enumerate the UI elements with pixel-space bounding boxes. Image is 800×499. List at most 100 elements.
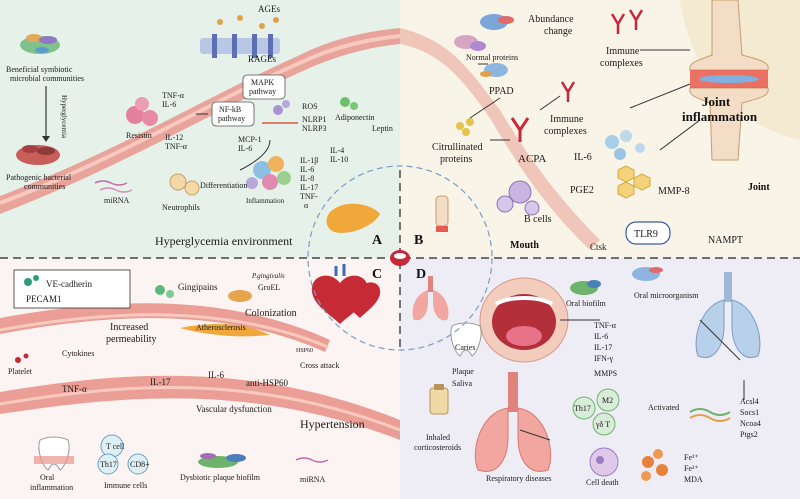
- abundance-label-1: Abundance: [528, 14, 574, 25]
- mapk-pathway-box: [242, 74, 286, 100]
- immune-complexes-mid-icon: [560, 81, 576, 102]
- pathogenic-label-2: communities: [24, 182, 65, 191]
- blood-vessel-a: [0, 28, 400, 214]
- mcp1-label: MCP-1: [238, 135, 262, 144]
- knee-joint-icon: [689, 0, 769, 161]
- nlrp3-label: NLRP3: [302, 124, 326, 133]
- normal-proteins-label: Normal proteins: [466, 53, 518, 62]
- pathogenic-label-1: Pathogenic bacterial: [6, 173, 72, 182]
- tnf-alpha-label: TNF-α: [165, 142, 188, 151]
- hsp60-label: HSP60: [296, 348, 313, 354]
- il6-label: IL-6: [162, 100, 176, 109]
- abundance-label-2: change: [544, 26, 573, 37]
- oral-inflammation-tooth-icon: [34, 436, 74, 471]
- anti-hsp60-label: anti-HSP60: [246, 378, 289, 388]
- dysbiotic-plaque-icon: [198, 453, 246, 468]
- mirna-label-c: miRNA: [300, 475, 326, 484]
- mapk-label: MAPK: [251, 78, 274, 87]
- abundance-bacteria-icon: [480, 14, 514, 30]
- activated-immune-cells-icon: [572, 388, 620, 436]
- tnf-label-d: TNF-α: [594, 321, 617, 330]
- resistin-cells-icon: [126, 97, 158, 126]
- mirna-strands-c-icon: [295, 457, 329, 463]
- inflammation-label: Inflammation: [246, 197, 285, 205]
- mmps-label: MMPS: [594, 369, 617, 378]
- inhaled-label-2: corticosteroids: [414, 443, 461, 452]
- endothelial-junction-box: [13, 269, 131, 309]
- lungs-small-icon: [412, 276, 449, 321]
- neutrophils-icon: [169, 173, 200, 196]
- il17-label: IL-17: [300, 183, 318, 192]
- oral-biofilm-label: Oral biofilm: [566, 299, 607, 308]
- mirna-strands-icon: [94, 180, 133, 193]
- hyperglycemia-arrow-label: Hyperglycemia: [60, 95, 68, 139]
- th17-label-d: Th17: [574, 404, 591, 413]
- tnf-label: TNF-α: [162, 91, 185, 100]
- vascular-dysfunction-label: Vascular dysfunction: [196, 404, 272, 414]
- mda-label: MDA: [684, 475, 703, 484]
- il17-label-c: IL-17: [150, 377, 171, 387]
- oral-microorganism-icon: [632, 267, 663, 281]
- oral-microorganism-label: Oral microorganism: [634, 291, 699, 300]
- lungs-main-icon: [474, 372, 552, 472]
- il1b-label: IL-1β: [300, 156, 318, 165]
- tnf-label-c: TNF-α: [62, 384, 87, 394]
- beneficial-microbes-icon: [20, 34, 60, 54]
- pge2-label: PGE2: [570, 185, 594, 196]
- cytokines-label-c: Cytokines: [62, 349, 94, 358]
- panel-d-letter: D: [416, 267, 426, 282]
- resistin-label: Resistin: [126, 131, 152, 140]
- cross-attack-label: Cross attack: [300, 361, 339, 370]
- ppad-bacteria-icon: [480, 63, 508, 77]
- mouth-center-icon: [390, 250, 410, 266]
- il8-label: IL-8: [300, 174, 314, 183]
- b-cells-label: B cells: [524, 214, 552, 225]
- nampt-label: NAMPT: [708, 235, 743, 246]
- citrullinated-label-1: Citrullinated: [432, 142, 483, 153]
- plaque-label: Plaque: [452, 367, 474, 376]
- joint-inflammation-label-2: inflammation: [682, 109, 758, 124]
- increased-permeability-label-1: Increased: [110, 322, 148, 333]
- immune-cells-label: Immune cells: [104, 481, 147, 490]
- groel-bacteria-icon: [228, 290, 252, 302]
- ages-label: AGEs: [258, 4, 280, 14]
- nfkb-pathway-box: [211, 101, 255, 127]
- inhaler-icon: [429, 384, 449, 415]
- beneficial-label-1: Beneficial symbiotic: [6, 65, 73, 74]
- il6-label-c: IL-6: [208, 370, 224, 380]
- fe2-label: Fe²⁺: [684, 464, 699, 473]
- nfkb-pathway-label: pathway: [218, 114, 245, 123]
- oral-biofilm-icon: [570, 280, 601, 295]
- platelet-icon: [15, 353, 29, 363]
- acpa-label: ACPA: [518, 153, 546, 165]
- platelet-label: Platelet: [8, 367, 33, 376]
- normal-proteins-icon: [454, 35, 486, 51]
- ncoa4-label: Ncoa4: [740, 419, 761, 428]
- saliva-label: Saliva: [452, 379, 472, 388]
- caries-tooth-icon: [450, 322, 482, 357]
- il4-label: IL-4: [330, 146, 344, 155]
- panel-c-letter: C: [372, 267, 382, 282]
- rages-label: RAGEs: [248, 54, 276, 64]
- panel-a-title: Hyperglycemia environment: [155, 234, 293, 248]
- open-mouth-icon: [479, 277, 569, 363]
- leptin-label: Leptin: [372, 124, 393, 133]
- adiponectin-icon: [340, 97, 358, 110]
- flow-arrows: [196, 49, 745, 441]
- caries-label: Caries: [455, 343, 475, 352]
- inflammation-cluster-icon: [246, 156, 291, 190]
- joint-inflammation-label-1: Joint: [702, 94, 731, 109]
- pecam1-label: PECAM1: [26, 294, 62, 304]
- cell-membrane: [200, 38, 280, 54]
- tlr9-box: [625, 221, 671, 245]
- cell-death-label: Cell death: [586, 478, 619, 487]
- neutrophils-label: Neutrophils: [162, 203, 200, 212]
- immune-complexes-top-icon: [610, 9, 644, 34]
- mirna-label-a: miRNA: [104, 196, 130, 205]
- ctsk-label: Ctsk: [590, 242, 607, 252]
- cell-death-icon: [589, 447, 619, 477]
- ros-label: ROS: [302, 102, 318, 111]
- gingipains-label: Gingipains: [178, 282, 218, 292]
- fe3-label: Fe³⁺: [684, 453, 699, 462]
